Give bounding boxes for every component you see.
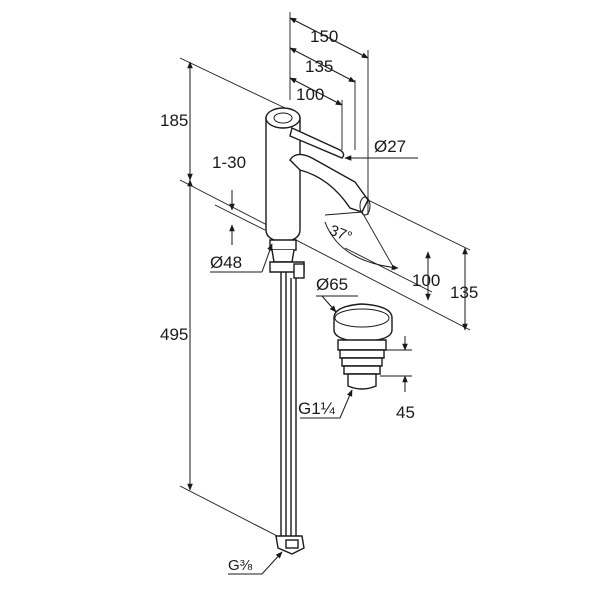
height-dimensions: 185 495 1-30 — [160, 57, 471, 541]
dim-line-100-top — [289, 77, 343, 106]
label-100-top: 100 — [296, 85, 324, 104]
label-100-depth: 100 — [412, 271, 440, 290]
label-adjust-range: 1-30 — [212, 153, 246, 172]
dim-line-135-top — [289, 47, 356, 83]
label-135-top: 135 — [305, 57, 333, 76]
width-dimensions: 150 135 100 — [289, 12, 369, 215]
faucet-body — [265, 107, 371, 279]
depth-dimensions: 100 135 — [344, 199, 478, 331]
swivel-angle: 37° — [324, 211, 399, 271]
label-spout-diameter: Ø27 — [374, 137, 406, 156]
supply-hoses — [275, 272, 305, 555]
label-135-depth: 135 — [450, 283, 478, 302]
label-waste-height: 45 — [396, 403, 415, 422]
label-hose-thread: G⅜ — [228, 557, 253, 574]
label-body-diameter: Ø48 — [210, 253, 242, 272]
waste-valve — [333, 303, 393, 390]
label-495: 495 — [160, 325, 188, 344]
label-185: 185 — [160, 111, 188, 130]
label-150: 150 — [310, 27, 338, 46]
label-waste-thread: G1¼ — [298, 399, 336, 418]
label-swivel-angle: 37° — [327, 222, 354, 246]
label-waste-diameter: Ø65 — [316, 275, 348, 294]
